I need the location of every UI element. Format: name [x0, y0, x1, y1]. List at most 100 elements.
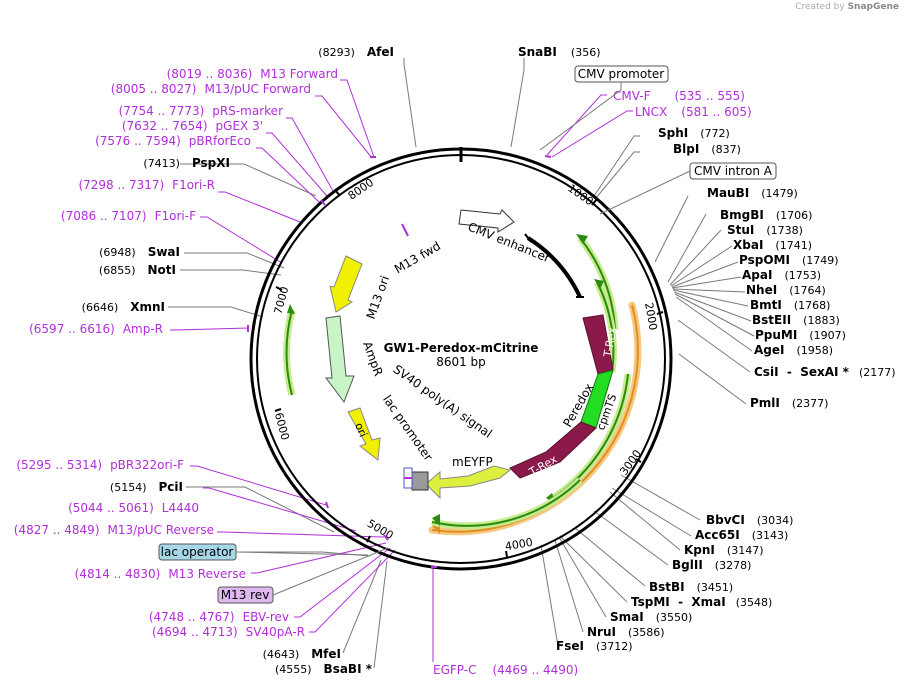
svg-text:XbaI(1741): XbaI(1741) [733, 238, 812, 252]
primer-f1ori-r: F1ori-R [172, 178, 215, 192]
svg-text:BstBI(3451): BstBI(3451) [649, 580, 733, 594]
cmv-enhancer-bar [526, 236, 582, 298]
svg-text:Acc65I(3143): Acc65I(3143) [695, 528, 788, 542]
svg-text:(6948)SwaI: (6948)SwaI [99, 245, 180, 259]
primer-lncx: LNCX [635, 105, 667, 119]
svg-text:(4555)BsaBI *: (4555)BsaBI * [275, 662, 373, 676]
svg-text:(7413)PspXI: (7413)PspXI [143, 156, 230, 170]
label-ori: ori [352, 421, 369, 439]
svg-text:SphI(772): SphI(772) [658, 126, 730, 140]
leader-lines [168, 58, 755, 669]
site-swai: SwaI [148, 245, 180, 259]
primer-ring-markers [247, 155, 552, 568]
svg-text:SmaI(3550): SmaI(3550) [610, 610, 692, 624]
plasmid-length: 8601 bp [436, 355, 486, 369]
primers-left: (8019 .. 8036)M13 Forward (8005 .. 8027)… [14, 67, 338, 639]
primer-m13-puc-forward: M13/pUC Forward [204, 82, 311, 96]
svg-text:TspMI - XmaI(3548): TspMI - XmaI(3548) [631, 595, 772, 609]
label-lac-promoter: lac promoter [380, 393, 436, 464]
site-bsteii: BstEII [752, 313, 791, 327]
svg-text:(4814 .. 4830)M13 Reverse: (4814 .. 4830)M13 Reverse [75, 567, 246, 581]
boxed-labels: CMV promoter CMV intron A lac operator M… [158, 65, 777, 604]
svg-text:BmgBI(1706): BmgBI(1706) [720, 208, 812, 222]
site-acc65i: Acc65I [695, 528, 740, 542]
svg-text:(5044 .. 5061)L4440: (5044 .. 5061)L4440 [68, 501, 199, 515]
svg-text:PpuMI(1907): PpuMI(1907) [755, 328, 846, 342]
primer-m13-reverse: M13 Reverse [168, 567, 246, 581]
trex-feature-2 [509, 421, 597, 479]
tick-4000: 4000 [504, 536, 534, 554]
boxed-leader-lines [235, 82, 691, 596]
site-blpi: BlpI [673, 142, 699, 156]
site-pmli: PmlI [750, 396, 780, 410]
svg-text:FseI(3712): FseI(3712) [556, 639, 633, 653]
primer-l4440: L4440 [162, 501, 199, 515]
primer-amp-r: Amp-R [123, 322, 163, 336]
site-smai: SmaI [610, 610, 644, 624]
primer-cmv-f: CMV-F [613, 89, 651, 103]
site-mfei: MfeI [311, 647, 341, 661]
site-xbai: XbaI [733, 238, 763, 252]
site-pcii: PciI [159, 480, 184, 494]
primer-pbrforeco: pBRforEco [189, 134, 251, 148]
site-bmti: BmtI [750, 298, 782, 312]
svg-text:(6855)NotI: (6855)NotI [99, 263, 176, 277]
svg-text:(4827 .. 4849)M13/pUC Reverse: (4827 .. 4849)M13/pUC Reverse [14, 523, 214, 537]
restriction-sites-right: SnaBI(356) SphI(772) BlpI(837) MauBI(147… [518, 45, 896, 653]
site-csii-sexai: CsiI - SexAI * [754, 365, 850, 379]
svg-text:(5154)PciI: (5154)PciI [110, 480, 183, 494]
ampr-arrow [325, 315, 355, 404]
site-tspmi-xmai: TspMI - XmaI [631, 595, 726, 609]
svg-text:BlpI(837): BlpI(837) [673, 142, 741, 156]
site-bsabi: BsaBI * [324, 662, 373, 676]
svg-text:(7632 .. 7654)pGEX 3': (7632 .. 7654)pGEX 3' [122, 119, 263, 133]
label-m13-ori: M13 ori [364, 274, 393, 321]
svg-text:(6646)XmnI: (6646)XmnI [82, 300, 165, 314]
svg-text:KpnI(3147): KpnI(3147) [684, 543, 763, 557]
tick-2000: 2000 [642, 301, 660, 331]
label-ampr: AmpR [360, 339, 385, 377]
restriction-sites-left: (8293)AfeI (7413)PspXI (6948)SwaI (6855)… [82, 45, 394, 676]
svg-text:BmtI(1768): BmtI(1768) [750, 298, 830, 312]
label-cmv-enhancer: CMV enhancer [466, 220, 552, 266]
svg-text:PspOMI(1749): PspOMI(1749) [739, 253, 839, 267]
svg-text:BbvCI(3034): BbvCI(3034) [706, 513, 793, 527]
site-pspxi: PspXI [192, 156, 230, 170]
site-noti: NotI [148, 263, 177, 277]
ori-arrow [347, 407, 381, 461]
svg-text:(7298 .. 7317)F1ori-R: (7298 .. 7317)F1ori-R [78, 178, 215, 192]
primer-sv40pa-r: SV40pA-R [246, 625, 305, 639]
primer-pgex3: pGEX 3' [216, 119, 263, 133]
site-nhei: NheI [746, 283, 777, 297]
label-trex-1: T-Rex [601, 326, 619, 359]
svg-text:BglII(3278): BglII(3278) [672, 558, 751, 572]
site-nrui: NruI [587, 625, 616, 639]
kb-tick-marks [274, 190, 664, 558]
svg-text:BstEII(1883): BstEII(1883) [752, 313, 840, 327]
label-meyfp: mEYFP [452, 455, 493, 469]
label-cmv-intron-a: CMV intron A [694, 164, 773, 178]
svg-text:(7086 .. 7107)F1ori-F: (7086 .. 7107)F1ori-F [61, 209, 196, 223]
site-agei: AgeI [754, 343, 784, 357]
site-afei: AfeI [367, 45, 394, 59]
site-pspomi: PspOMI [739, 253, 790, 267]
svg-text:EGFP-C(4469 .. 4490): EGFP-C(4469 .. 4490) [433, 663, 578, 677]
svg-text:LNCX(581 .. 605): LNCX(581 .. 605) [635, 105, 752, 119]
site-sphi: SphI [658, 126, 688, 140]
svg-text:ApaI(1753): ApaI(1753) [742, 268, 821, 282]
svg-text:(6597 .. 6616)Amp-R: (6597 .. 6616)Amp-R [29, 322, 163, 336]
svg-text:(8005 .. 8027)M13/pUC Forward: (8005 .. 8027)M13/pUC Forward [111, 82, 311, 96]
site-ppumi: PpuMI [755, 328, 797, 342]
primer-m13-puc-reverse: M13/pUC Reverse [108, 523, 215, 537]
primer-prs-marker: pRS-marker [212, 104, 283, 118]
snapgene-credit: Created by SnapGene [795, 2, 899, 12]
sv40-polya-block [411, 471, 429, 491]
svg-text:SnaBI(356): SnaBI(356) [518, 45, 601, 59]
site-snabi: SnaBI [518, 45, 557, 59]
label-m13-fwd: M13 fwd [392, 239, 443, 277]
site-bglii: BglII [672, 558, 703, 572]
svg-text:StuI(1738): StuI(1738) [727, 223, 803, 237]
site-maubi: MauBI [707, 186, 749, 200]
tick-6000: 6000 [272, 411, 292, 441]
